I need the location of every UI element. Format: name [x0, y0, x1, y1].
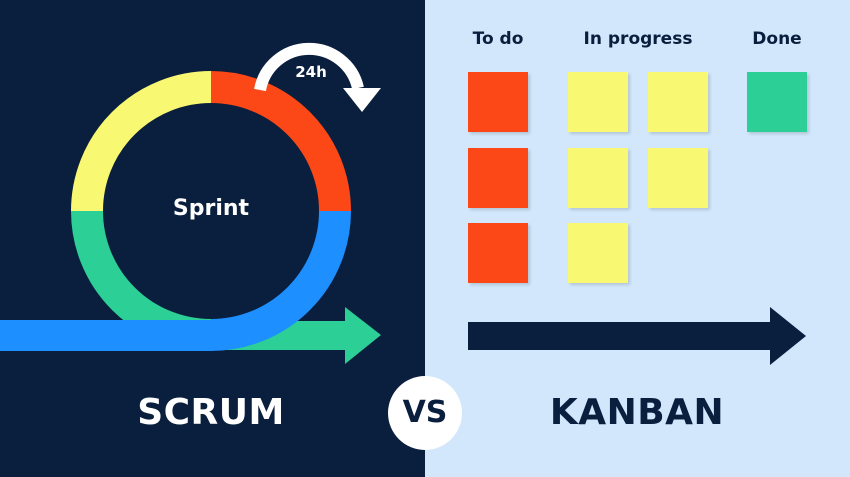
- todo-card: [468, 148, 528, 208]
- todo-card: [468, 72, 528, 132]
- ring-green-segment: [71, 210, 212, 351]
- kanban-title: KANBAN: [549, 392, 725, 433]
- daily-label: 24h: [295, 63, 327, 81]
- in-progress-card: [568, 72, 628, 132]
- versus-badge: VS: [388, 376, 462, 450]
- column-header-in-progress: In progress: [583, 29, 693, 49]
- blue-input-bar: [0, 320, 212, 351]
- column-header-todo: To do: [472, 29, 524, 49]
- in-progress-card: [568, 223, 628, 283]
- todo-card: [468, 223, 528, 283]
- scrum-title: SCRUM: [137, 392, 285, 433]
- in-progress-card: [568, 148, 628, 208]
- kanban-flow-arrow: [468, 307, 806, 365]
- ring-blue-segment: [210, 210, 351, 351]
- in-progress-card: [648, 148, 708, 208]
- ring-orange-segment: [210, 71, 351, 212]
- column-header-done: Done: [752, 29, 802, 49]
- daily-cycle-arrow-icon: [254, 42, 381, 112]
- sprint-label: Sprint: [172, 196, 250, 221]
- ring-yellow-segment: [71, 71, 212, 212]
- in-progress-card: [648, 72, 708, 132]
- done-card: [747, 72, 807, 132]
